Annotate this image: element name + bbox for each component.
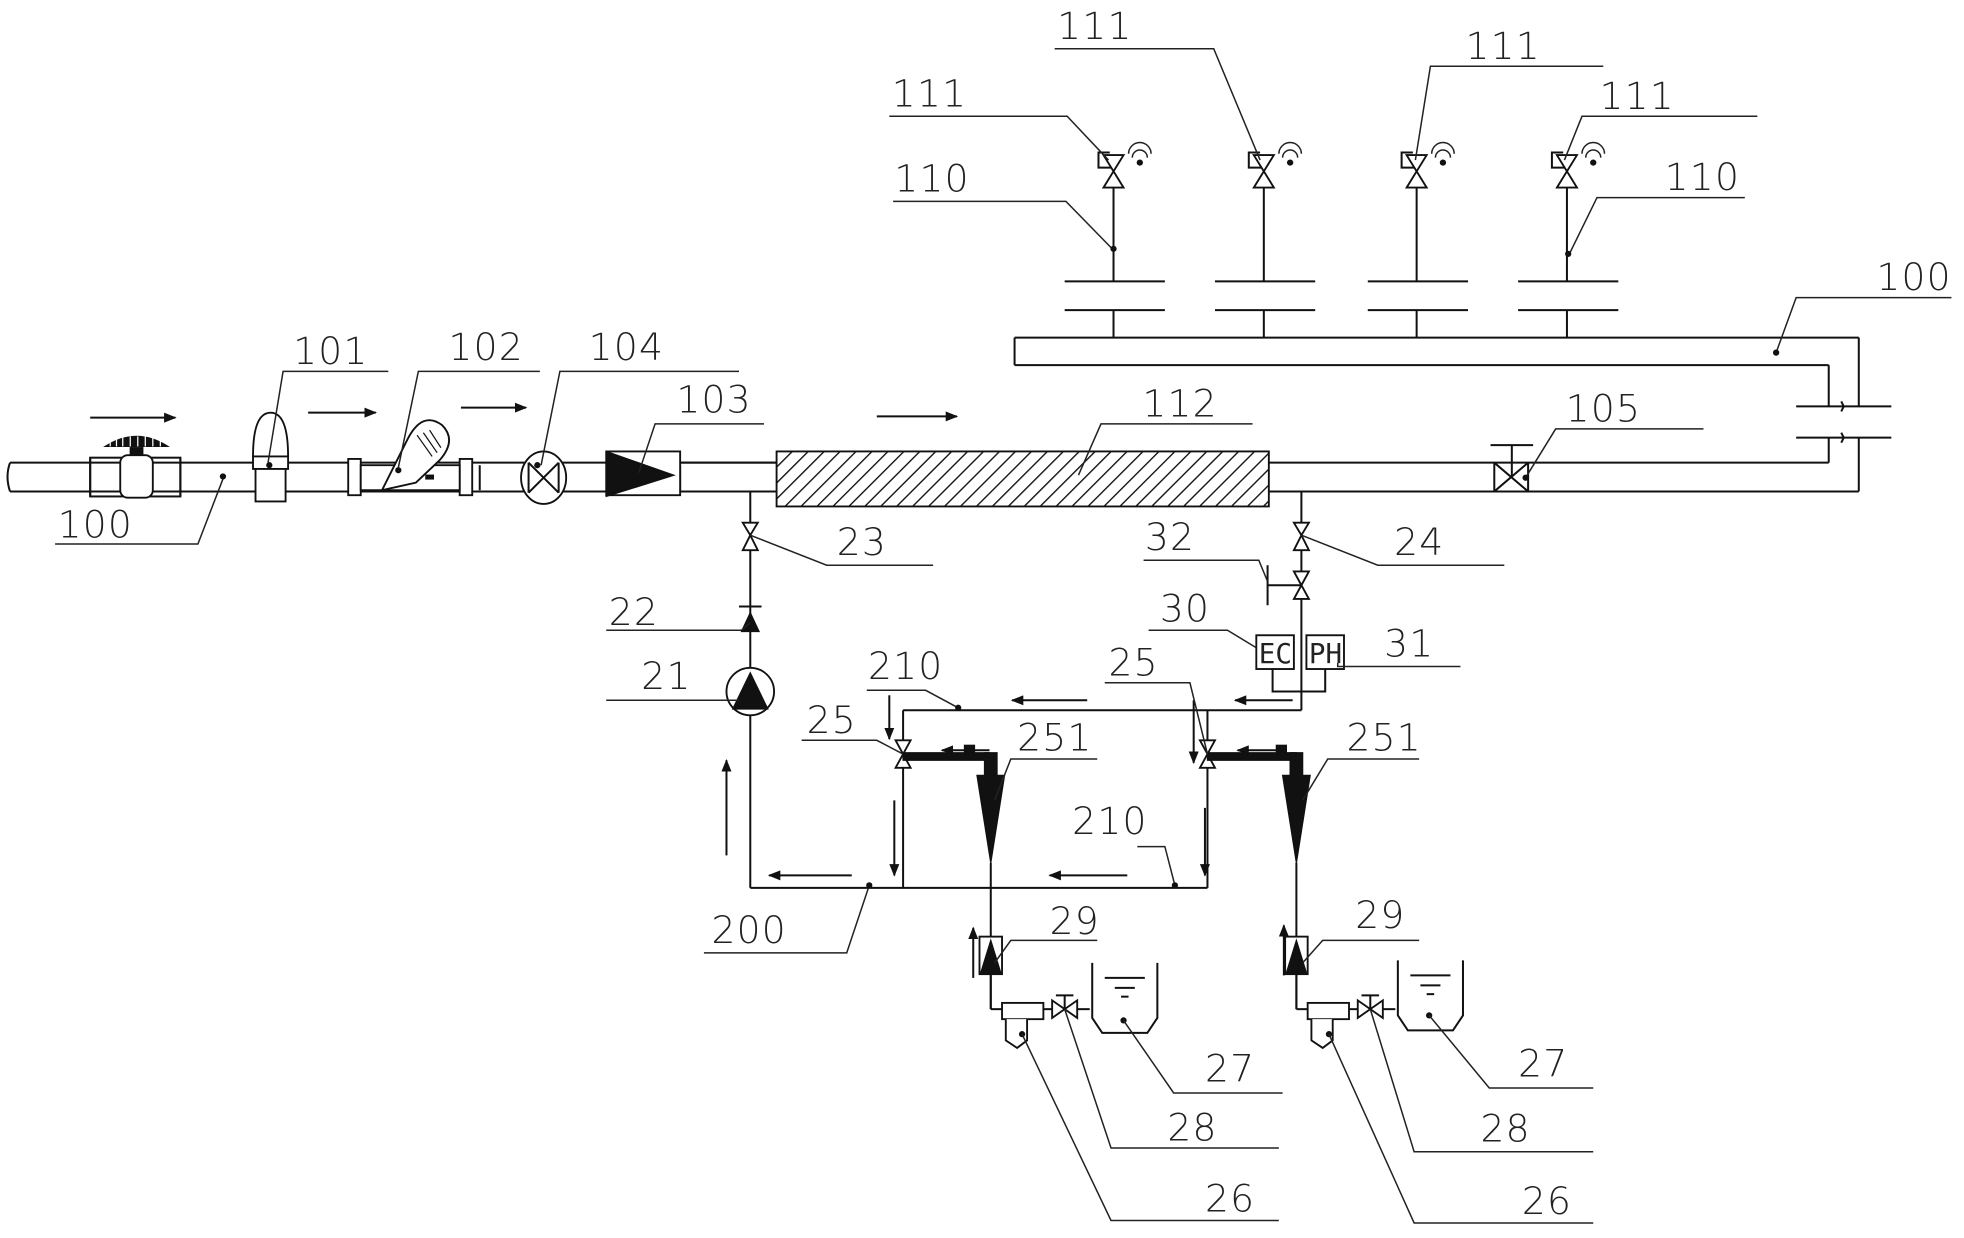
solenoid-valve-icon[interactable] bbox=[1400, 141, 1455, 189]
label-111-3: 111 bbox=[1465, 24, 1540, 68]
wireless-signal-icon bbox=[1127, 141, 1152, 166]
valve-23-icon[interactable] bbox=[741, 521, 760, 552]
flowmeter-29-left-icon[interactable] bbox=[978, 935, 1003, 976]
filter-26-left-icon[interactable] bbox=[1001, 1001, 1045, 1021]
solenoid-valve-icon[interactable] bbox=[1247, 141, 1303, 189]
suction-right bbox=[1295, 960, 1464, 1050]
label-32: 32 bbox=[1145, 515, 1195, 559]
leader-lines bbox=[55, 48, 1952, 1224]
label-29-left: 29 bbox=[1050, 899, 1100, 943]
tank-right-icon[interactable] bbox=[1396, 960, 1464, 1032]
flow-meter-icon[interactable] bbox=[520, 450, 568, 505]
label-100-left: 100 bbox=[58, 503, 133, 547]
label-29-right: 29 bbox=[1355, 893, 1405, 937]
labels: 100 101 102 104 103 112 105 100 111 111 … bbox=[58, 4, 1951, 1223]
tank-left-icon[interactable] bbox=[1091, 962, 1159, 1034]
filter-26-right-icon[interactable] bbox=[1306, 1001, 1350, 1021]
valve-24-icon[interactable] bbox=[1292, 521, 1311, 552]
wireless-signal-icon bbox=[1278, 141, 1303, 166]
label-110-left: 110 bbox=[894, 156, 969, 200]
label-111-2: 111 bbox=[1057, 4, 1132, 48]
label-31: 31 bbox=[1384, 622, 1434, 666]
ball-valve-icon[interactable] bbox=[103, 435, 170, 499]
ec-sensor-text: EC bbox=[1259, 638, 1292, 670]
distribution-pipe bbox=[1013, 336, 1859, 367]
label-210-top: 210 bbox=[868, 644, 943, 688]
bypass-loop bbox=[749, 491, 1303, 889]
label-22: 22 bbox=[609, 590, 659, 634]
flow-arrow-icon bbox=[721, 695, 1293, 978]
y-filter-icon[interactable] bbox=[347, 419, 474, 497]
ph-sensor[interactable]: PH bbox=[1305, 634, 1345, 670]
label-101: 101 bbox=[293, 329, 368, 373]
label-27-left: 27 bbox=[1205, 1047, 1255, 1091]
label-210-bottom: 210 bbox=[1072, 799, 1147, 843]
sample-valve-icon[interactable] bbox=[1266, 565, 1311, 606]
label-24: 24 bbox=[1394, 520, 1444, 564]
hatched-pipe-section bbox=[775, 450, 1270, 508]
label-105: 105 bbox=[1566, 386, 1641, 430]
label-251-right: 251 bbox=[1346, 715, 1421, 759]
ph-sensor-text: PH bbox=[1309, 638, 1342, 670]
label-28-right: 28 bbox=[1481, 1107, 1531, 1151]
label-26-left: 26 bbox=[1205, 1177, 1255, 1221]
valve-28-right-icon[interactable] bbox=[1356, 994, 1384, 1020]
solenoid-valve-icon[interactable] bbox=[1097, 141, 1152, 189]
injector-left-icon[interactable] bbox=[893, 739, 1006, 863]
label-27-right: 27 bbox=[1518, 1042, 1568, 1086]
label-112: 112 bbox=[1142, 381, 1217, 425]
label-251-left: 251 bbox=[1017, 715, 1092, 759]
label-21: 21 bbox=[641, 654, 691, 698]
solenoid-valve-icon[interactable] bbox=[1550, 141, 1606, 189]
riser-3 bbox=[1367, 187, 1468, 338]
injector-right-icon[interactable] bbox=[1198, 739, 1311, 863]
riser-1 bbox=[1064, 187, 1165, 338]
air-release-valve-icon[interactable] bbox=[252, 411, 290, 503]
label-23: 23 bbox=[837, 520, 887, 564]
riser-4 bbox=[1518, 187, 1619, 338]
label-25-right: 25 bbox=[1109, 640, 1159, 684]
wireless-signal-icon bbox=[1581, 141, 1606, 166]
main-pipe-outlet bbox=[1268, 337, 1892, 493]
label-100-top: 100 bbox=[1876, 255, 1951, 299]
label-110-right: 110 bbox=[1665, 155, 1740, 199]
riser-2 bbox=[1214, 187, 1316, 338]
label-28-left: 28 bbox=[1167, 1105, 1217, 1149]
leader-dots bbox=[219, 245, 1780, 889]
pump-icon[interactable] bbox=[725, 666, 776, 717]
label-25-left: 25 bbox=[807, 698, 857, 742]
label-200: 200 bbox=[711, 908, 786, 952]
flow-arrow-icon bbox=[90, 402, 959, 423]
flowmeter-29-right-icon[interactable] bbox=[1284, 935, 1309, 976]
label-103: 103 bbox=[676, 378, 751, 422]
label-111-4: 111 bbox=[1600, 74, 1675, 118]
ec-sensor[interactable]: EC bbox=[1255, 634, 1295, 670]
wireless-signal-icon bbox=[1430, 141, 1455, 166]
label-104: 104 bbox=[589, 325, 664, 369]
valve-28-left-icon[interactable] bbox=[1051, 994, 1079, 1020]
label-30: 30 bbox=[1160, 587, 1210, 631]
gate-valve-icon[interactable] bbox=[1490, 444, 1534, 493]
label-111-1: 111 bbox=[892, 71, 967, 115]
label-102: 102 bbox=[448, 325, 523, 369]
label-26-right: 26 bbox=[1522, 1179, 1572, 1223]
